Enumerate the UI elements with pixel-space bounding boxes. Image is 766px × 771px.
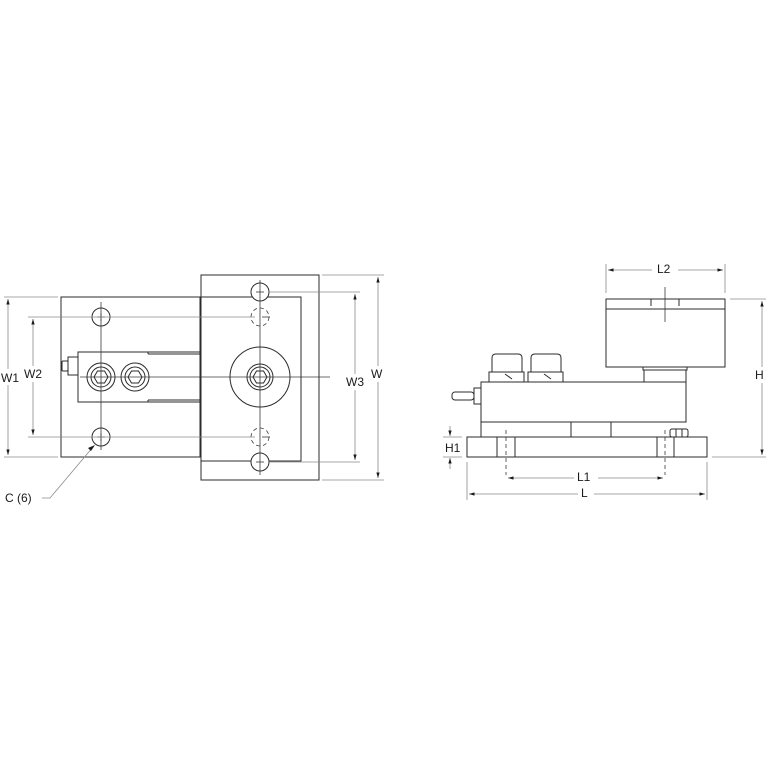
l2-label: L2 xyxy=(657,262,671,276)
w1-label: W1 xyxy=(1,371,19,385)
l-label: L xyxy=(581,486,588,500)
side-top-plate xyxy=(605,298,726,368)
top-view: W1 W2 W3 W C (6) xyxy=(0,274,385,505)
bolt-head-icon xyxy=(488,353,525,383)
base-bolt-icon xyxy=(669,428,689,438)
w2-label: W2 xyxy=(24,367,42,381)
side-view: L2 H H1 L1 L xyxy=(443,261,766,501)
load-cell-beam xyxy=(77,351,200,403)
w-label: W xyxy=(371,367,383,381)
cable-gland-icon xyxy=(451,387,482,405)
cable-gland-icon xyxy=(61,356,79,376)
side-load-cell-beam xyxy=(480,381,687,423)
side-base-plate xyxy=(466,436,708,458)
c-label: C (6) xyxy=(5,491,32,505)
w3-label: W3 xyxy=(346,375,364,389)
l1-label: L1 xyxy=(577,470,591,484)
h1-label: H1 xyxy=(445,441,461,455)
h-label: H xyxy=(755,368,764,382)
bolt-head-icon xyxy=(527,353,564,383)
c-leader-line xyxy=(42,446,94,499)
